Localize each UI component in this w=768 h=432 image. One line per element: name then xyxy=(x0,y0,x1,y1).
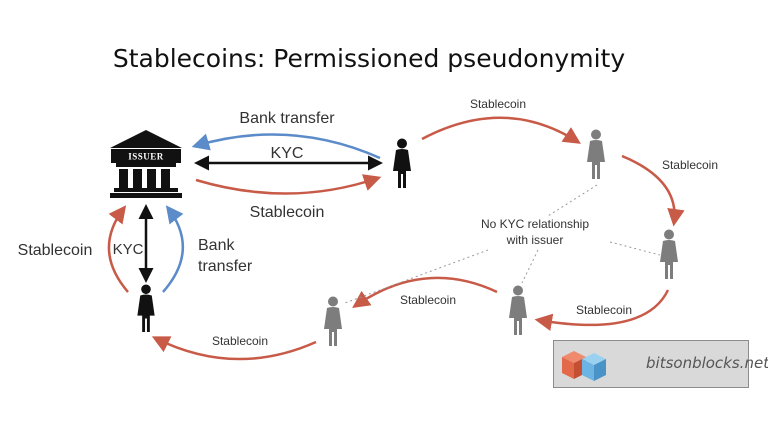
stablecoin-label-a: Stablecoin xyxy=(470,97,526,111)
kyc-user-left-person-icon xyxy=(137,284,155,332)
bank-transfer-label-left-line2: transfer xyxy=(198,258,253,275)
stablecoin-label-bottom: Stablecoin xyxy=(250,204,325,221)
stablecoin-arrow-issuer-to-user xyxy=(195,174,382,195)
bitsonblocks-logo: bitsonblocks.net xyxy=(553,340,768,388)
bank-transfer-arrow-left xyxy=(162,205,185,293)
stablecoin-arrow-left xyxy=(107,205,129,293)
holder-1-person-icon xyxy=(587,129,605,179)
issuer-sign-label: ISSUER xyxy=(128,152,164,162)
stablecoin-label-c: Stablecoin xyxy=(576,303,632,317)
kyc-label-left: KYC xyxy=(113,241,144,258)
no-kyc-label-line1: No KYC relationship xyxy=(481,217,589,231)
no-kyc-dotted-lines xyxy=(344,184,661,304)
issuer-bank-icon xyxy=(110,130,182,198)
stablecoin-arrow-holder2-to-holder3 xyxy=(534,289,670,331)
cubes-logo-icon xyxy=(562,351,606,381)
stablecoin-label-e: Stablecoin xyxy=(212,334,268,348)
diagram-title: Stablecoins: Permissioned pseudonymity xyxy=(113,44,625,73)
stablecoin-arrow-holder1-to-holder2 xyxy=(621,154,685,227)
bank-transfer-label-left-line1: Bank xyxy=(198,237,235,254)
stablecoin-label-left: Stablecoin xyxy=(18,242,93,259)
holder-4-person-icon xyxy=(324,296,342,346)
stablecoin-arrow-user-to-holder1 xyxy=(421,116,581,144)
stablecoin-arrow-holder4-to-left-user xyxy=(151,336,317,361)
holder-3-person-icon xyxy=(509,285,527,335)
holder-2-person-icon xyxy=(660,229,678,279)
bank-transfer-label-top: Bank transfer xyxy=(239,110,335,127)
stablecoin-arrow-holder3-to-holder4 xyxy=(352,276,498,308)
logo-text: bitsonblocks.net xyxy=(646,354,768,372)
bank-transfer-arrow-top xyxy=(191,133,381,160)
kyc-label-top: KYC xyxy=(271,145,304,162)
kyc-user-top-person-icon xyxy=(393,138,411,188)
no-kyc-label-line2: with issuer xyxy=(506,233,564,247)
stablecoin-label-b: Stablecoin xyxy=(662,158,718,172)
stablecoin-label-d: Stablecoin xyxy=(400,293,456,307)
